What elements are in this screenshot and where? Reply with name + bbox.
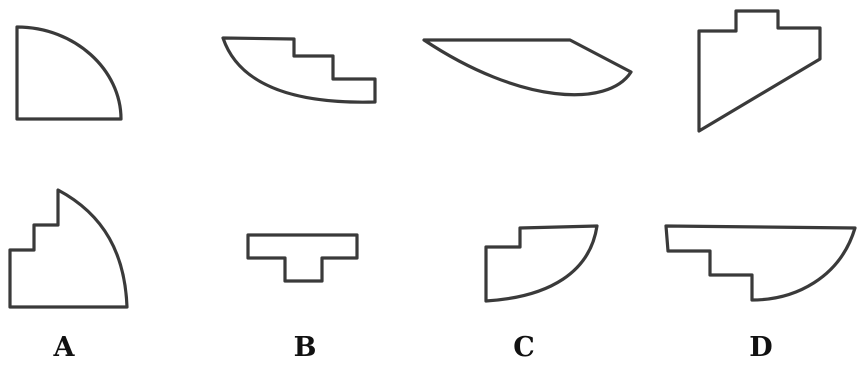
bottom-shape-c-stepped-quarter: [484, 224, 599, 303]
bottom-shape-b-t-shape: [246, 233, 359, 283]
top-shape-stepped-wedge: [697, 9, 822, 133]
option-label-d: D: [749, 332, 773, 363]
option-label-a: A: [53, 332, 75, 363]
option-label-b: B: [293, 332, 317, 363]
top-shape-quarter-circle: [15, 25, 123, 121]
bottom-shape-a-stepped-quarter: [8, 188, 129, 309]
top-shape-stepped-segment: [221, 36, 377, 104]
bottom-shape-d-stepped-segment: [664, 224, 857, 302]
option-label-c: C: [513, 332, 535, 363]
top-shape-circular-segment: [422, 38, 633, 97]
